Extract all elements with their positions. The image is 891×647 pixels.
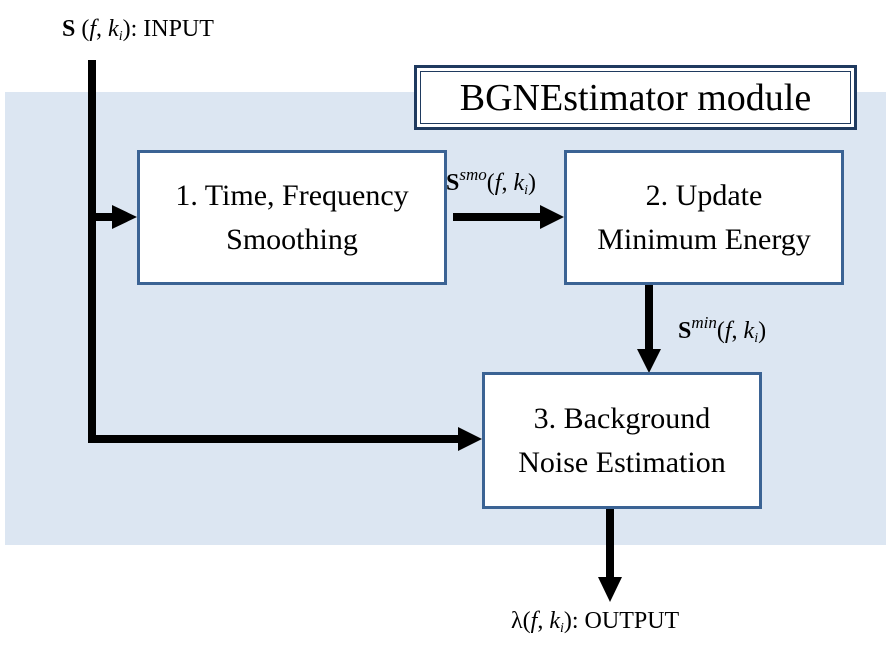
block2-to-block3-arrowhead	[637, 349, 661, 373]
block1-line1: 1. Time, Frequency	[175, 178, 409, 212]
block-update-minimum-energy: 2. Update Minimum Energy	[564, 150, 844, 285]
block2-to-block3-line	[645, 285, 653, 351]
smoothed-signal-label: Ssmo(f, ki)	[446, 165, 536, 198]
input-to-block1-line	[92, 213, 114, 221]
block1-to-block2-arrowhead	[540, 205, 564, 229]
block3-line2: Noise Estimation	[518, 445, 726, 479]
block2-line2: Minimum Energy	[597, 222, 811, 256]
output-arrowhead	[598, 577, 622, 602]
block-background-noise-estimation: 3. Background Noise Estimation	[482, 372, 762, 509]
block3-to-output-line	[606, 509, 614, 579]
input-label: S (f, ki): INPUT	[62, 16, 214, 44]
input-to-block1-arrowhead	[112, 205, 137, 229]
block-time-frequency-smoothing: 1. Time, Frequency Smoothing	[137, 150, 447, 285]
input-to-block3-line	[92, 435, 460, 443]
output-label: λ(f, ki): OUTPUT	[511, 608, 680, 636]
input-trunk-line	[88, 60, 96, 443]
block1-to-block2-line	[453, 213, 542, 221]
block2-line1: 2. Update	[645, 178, 763, 212]
input-to-block3-arrowhead	[458, 427, 482, 451]
block3-line1: 3. Background	[533, 401, 711, 435]
module-title: BGNEstimator module	[420, 71, 851, 124]
module-title-box: BGNEstimator module	[414, 65, 857, 130]
minimum-energy-label: Smin(f, ki)	[678, 313, 767, 346]
block1-line2: Smoothing	[226, 222, 358, 256]
